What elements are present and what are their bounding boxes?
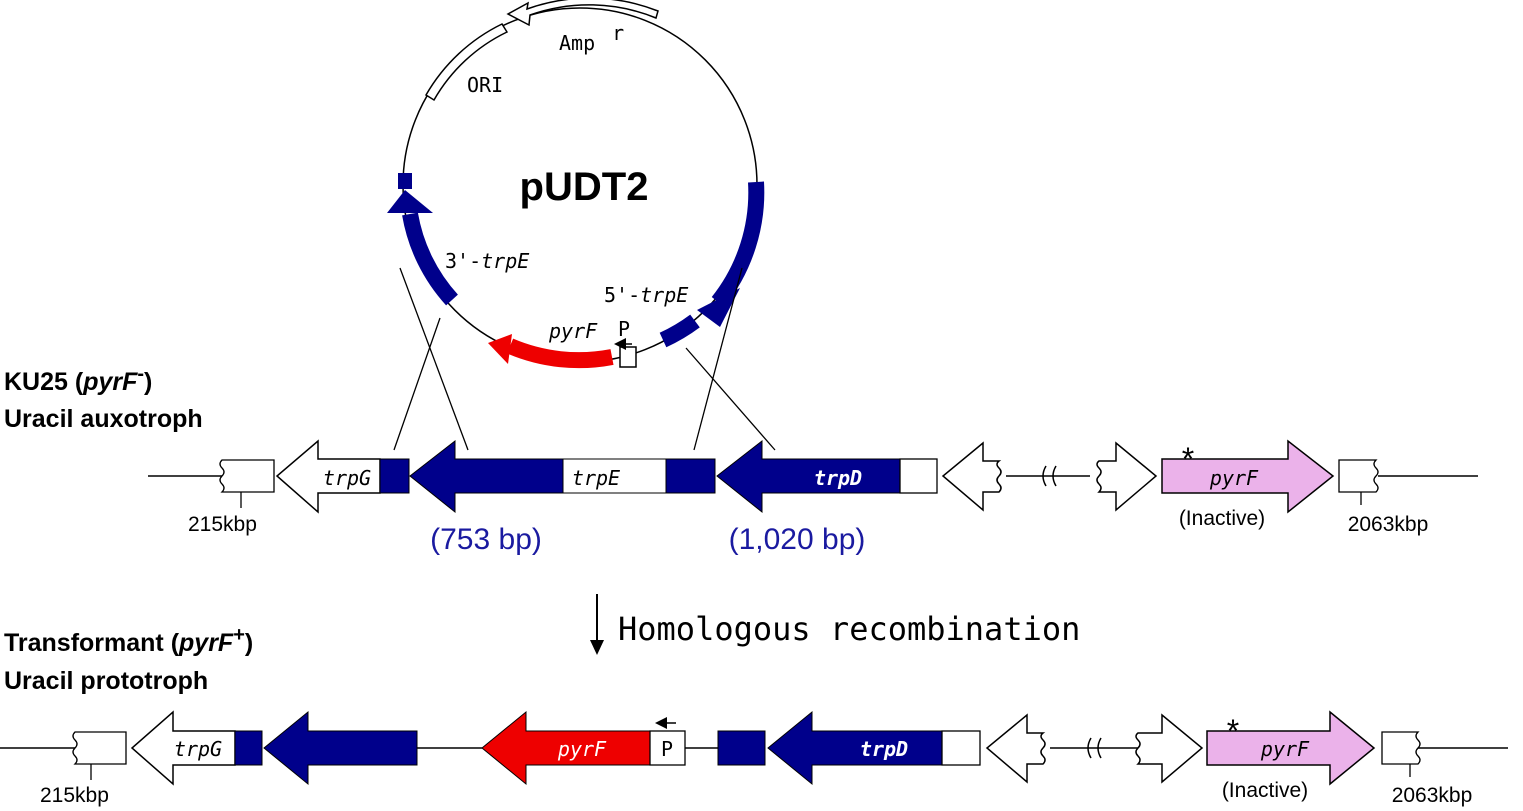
trpe-3prime-arc — [402, 212, 459, 306]
tf-trpd-white-tail — [941, 730, 981, 766]
ku25-open-arrow-right — [1096, 441, 1158, 512]
trpe-5prime-label: 5'-trpE — [604, 283, 688, 307]
trpe-5prime-arc — [711, 181, 765, 307]
tf-trpd-label: trpD — [860, 737, 908, 761]
tf-trpe-3prime-arrow — [263, 710, 418, 786]
tf-inactive-label: (Inactive) — [1222, 779, 1308, 802]
tf-trpg-label: trpG — [174, 737, 222, 761]
tf-pyrf-label: pyrF — [1260, 737, 1310, 761]
tf-trpd-arrow — [767, 710, 943, 786]
ku25-right-homology-size: (1,020 bp) — [729, 523, 866, 556]
tf-mutation-asterisk: * — [1227, 713, 1239, 749]
ku25-left-end-box — [219, 459, 275, 493]
ku25-trpd-label: trpD — [814, 466, 862, 490]
trpe-3prime-end-block — [398, 173, 412, 189]
tf-right-end-box — [1381, 731, 1421, 765]
ku25-trpg-label: trpG — [323, 466, 371, 490]
ku25-mutation-asterisk: * — [1182, 441, 1194, 477]
tf-left-position: 215kbp — [40, 784, 109, 807]
ku25-right-position: 2063kbp — [1348, 513, 1429, 536]
tf-right-position: 2063kbp — [1392, 784, 1473, 807]
recombination-step: Homologous recombination — [590, 594, 1080, 655]
trpe-3prime-label: 3'-trpE — [445, 249, 529, 273]
tf-open-arrow-left — [985, 713, 1046, 784]
tf-pyrf-insert-label: pyrF — [557, 737, 607, 761]
tf-break-mark — [1087, 737, 1102, 759]
ori-label: ORI — [467, 73, 503, 97]
ku25-right-end-box — [1338, 459, 1379, 493]
tf-promoter-label: P — [661, 737, 673, 761]
ku25-inactive-label: (Inactive) — [1179, 507, 1265, 530]
recombination-label: Homologous recombination — [618, 610, 1080, 648]
tf-trpe-5prime-block — [717, 730, 766, 766]
ku25-left-homology-size: (753 bp) — [430, 523, 542, 556]
tf-pyrf-arrow — [1206, 710, 1376, 786]
tf-left-end-box — [72, 731, 127, 765]
transformant-genome-map: 215kbp trpG pyrF P trpD pyrF * (Inactive… — [0, 710, 1508, 807]
tf-pyrf-insert-arrow — [481, 710, 651, 786]
plasmid-name: pUDT2 — [520, 165, 649, 209]
pyrf-plasmid-arc — [506, 338, 614, 369]
promoter-box — [619, 346, 637, 368]
pyrf-plasmid-label: pyrF — [548, 319, 598, 343]
ku25-trpg-arrow — [275, 439, 381, 514]
trpe-5prime-tail — [659, 314, 700, 348]
plasmid-pudt2: pUDT2 Amp r ORI 3'-trpE 5'-trpE pyrF P — [387, 0, 765, 369]
ku25-open-arrow-left — [941, 441, 1002, 512]
ku25-genome-map: 215kbp trpG trpE trpD pyrF * (Inactive) … — [148, 439, 1478, 556]
transformant-name: Transformant (pyrF+) — [4, 624, 253, 657]
ampr-label: Amp r — [559, 21, 624, 55]
ku25-trpd-white-tail — [899, 458, 938, 494]
ku25-left-position: 215kbp — [188, 513, 257, 536]
ku25-name: KU25 (pyrF-) — [4, 363, 152, 396]
ku25-pyrf-arrow — [1161, 439, 1335, 514]
ku25-trpe-label: trpE — [572, 466, 620, 490]
tf-open-arrow-right — [1135, 713, 1204, 784]
transformant-phenotype: Uracil prototroph — [4, 667, 208, 695]
pyrf-plasmid-arrowhead — [488, 334, 512, 364]
tf-trpg-navy-block — [234, 730, 263, 766]
ku25-pyrf-label: pyrF — [1209, 466, 1259, 490]
tf-trpg-arrow — [130, 710, 236, 786]
trpe-5prime-arrowhead — [697, 288, 740, 327]
ku25-break-mark — [1042, 465, 1057, 487]
ori-marker — [424, 23, 509, 102]
ku25-trpe-white-segment — [562, 458, 667, 494]
promoter-plasmid-label: P — [618, 317, 630, 341]
ku25-trpd-arrow — [716, 439, 901, 514]
ku25-trpg-navy-block — [379, 458, 410, 494]
trpe-3prime-arrowhead — [387, 190, 433, 213]
ampr-arrow — [506, 0, 659, 27]
crossover-lines — [393, 267, 776, 451]
tf-promoter-box — [649, 730, 686, 766]
ku25-phenotype: Uracil auxotroph — [4, 405, 203, 433]
